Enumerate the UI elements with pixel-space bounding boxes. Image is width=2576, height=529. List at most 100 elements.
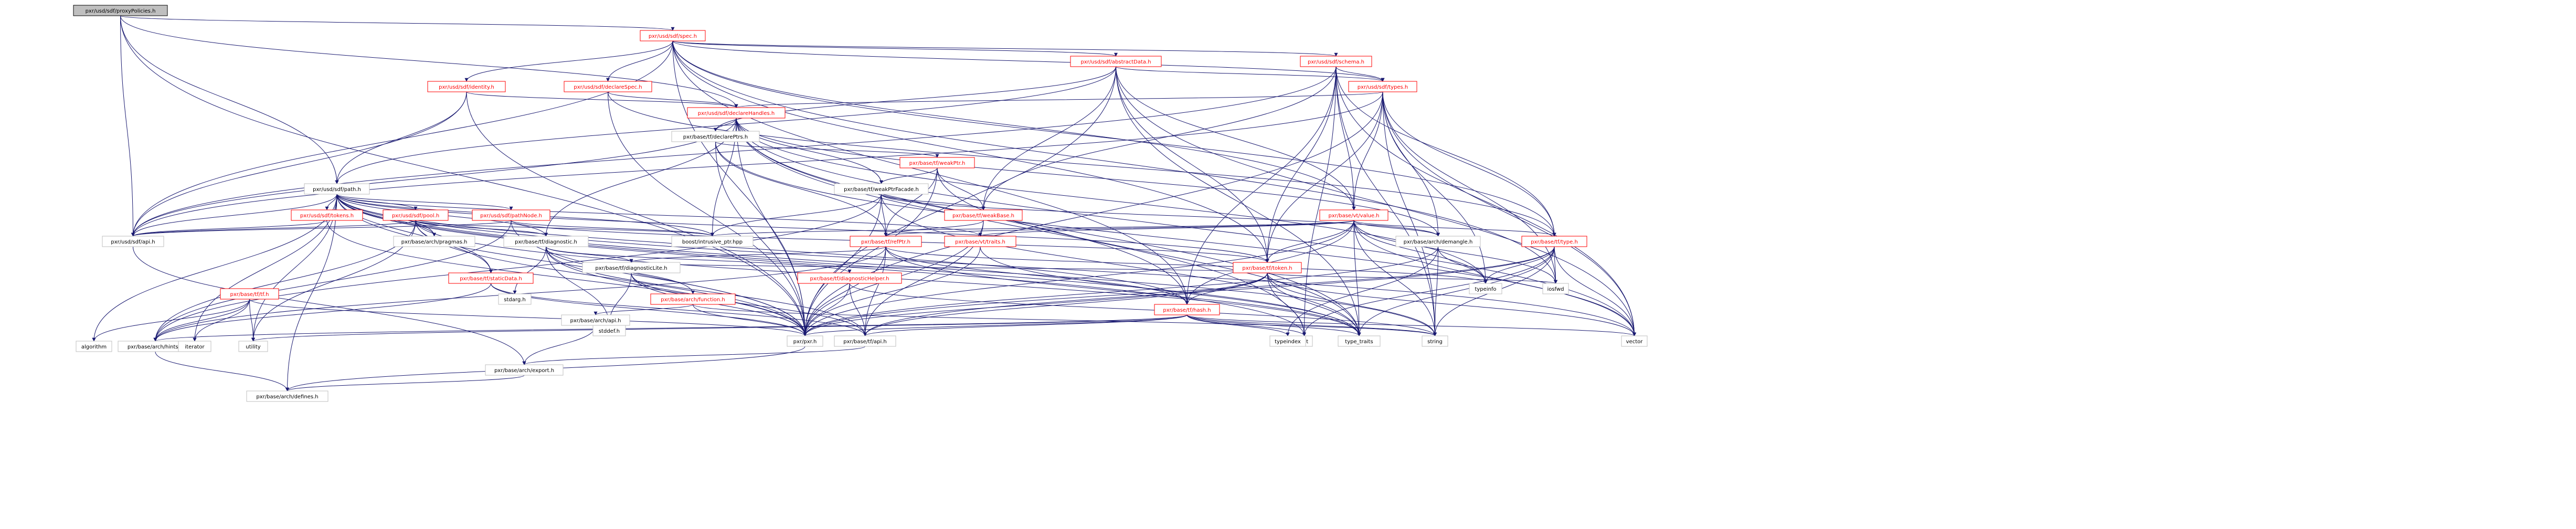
edge-path-to-staticData [336, 194, 493, 273]
node-declareHandles[interactable]: pxr/usd/sdf/declareHandles.h [687, 107, 786, 119]
node-weakBase[interactable]: pxr/base/tf/weakBase.h [944, 209, 1023, 221]
node-label-diagnostic: pxr/base/tf/diagnostic.h [515, 239, 577, 245]
edge-tfTf-to-hints [153, 299, 250, 342]
edge-diagnostic-to-diagnosticHelper [546, 246, 852, 273]
edge-diagnosticHelper-to-pxrH [803, 283, 850, 336]
edge-declareSpec-to-pxrH [608, 91, 807, 336]
edge-vtValue-to-intrusive [711, 220, 1354, 237]
edge-tfType-to-vector [1554, 246, 1636, 336]
edge-tfType-to-tfApi [863, 246, 1555, 336]
edge-weakPtrFacade-to-hints [153, 194, 882, 342]
edge-abstractData-to-weakBase [981, 66, 1116, 210]
node-label-weakPtrFacade: pxr/base/tf/weakPtrFacade.h [844, 187, 919, 193]
edge-vtValue-to-tfToken [1265, 220, 1354, 263]
node-tfHash[interactable]: pxr/base/tf/hash.h [1154, 304, 1220, 315]
node-schema[interactable]: pxr/usd/sdf/schema.h [1300, 56, 1372, 67]
edge-spec-to-abstractData [672, 40, 1118, 57]
edge-types-to-tfType [1382, 91, 1556, 237]
node-defines: pxr/base/arch/defines.h [246, 390, 328, 402]
edge-identity-to-path [335, 91, 467, 184]
edge-pool-to-intrusive [415, 220, 714, 237]
node-tfToken[interactable]: pxr/base/tf/token.h [1233, 262, 1302, 273]
edge-tfToken-to-string [1267, 272, 1437, 336]
edge-vtTraits-to-pxrH [803, 246, 981, 336]
edge-tfToken-to-tfApi [863, 272, 1268, 336]
edge-tfToken-to-typeTraits [1267, 272, 1361, 336]
edge-tokens-to-sdfApi [131, 220, 327, 237]
node-label-declareHandles: pxr/usd/sdf/declareHandles.h [698, 111, 775, 117]
edge-weakPtrFacade-to-intrusive [711, 194, 882, 237]
node-diagnostic: pxr/base/tf/diagnostic.h [503, 236, 589, 247]
edge-declarePtrs-to-weakPtr [715, 141, 939, 158]
node-diagnosticHelper[interactable]: pxr/base/tf/diagnosticHelper.h [797, 272, 902, 284]
edge-schema-to-types [1335, 66, 1385, 82]
node-tfType[interactable]: pxr/base/tf/type.h [1521, 236, 1587, 247]
node-label-tfApi: pxr/base/tf/api.h [843, 339, 887, 345]
edge-weakPtr-to-typeTraits [937, 167, 1361, 336]
node-label-algorithm: algorithm [81, 344, 107, 350]
node-refPtr[interactable]: pxr/base/tf/refPtr.h [850, 236, 922, 247]
edges-layer [92, 15, 1636, 392]
node-spec[interactable]: pxr/usd/sdf/spec.h [640, 30, 706, 41]
edge-tfHash-to-set [1186, 314, 1306, 336]
edge-demangle-to-pxrH [803, 246, 1438, 336]
node-label-hints: pxr/base/arch/hints.h [128, 344, 183, 350]
node-types[interactable]: pxr/usd/sdf/types.h [1348, 81, 1417, 92]
edge-path-to-string [336, 194, 1437, 336]
node-iosfwd: iosfwd [1542, 283, 1569, 294]
edge-abstractData-to-typeTraits [1116, 66, 1361, 336]
node-tfTf[interactable]: pxr/base/tf/tf.h [220, 288, 279, 300]
node-weakPtr[interactable]: pxr/base/tf/weakPtr.h [899, 157, 975, 168]
node-label-types: pxr/usd/sdf/types.h [1358, 84, 1408, 90]
edge-tfApi-to-archExport [522, 346, 865, 365]
node-utility: utility [238, 341, 268, 352]
node-weakPtrFacade: pxr/base/tf/weakPtrFacade.h [834, 183, 929, 195]
node-pathNode[interactable]: pxr/usd/sdf/pathNode.h [472, 209, 550, 221]
edge-path-to-algorithm [92, 194, 337, 342]
node-label-staticData: pxr/base/tf/staticData.h [460, 276, 522, 282]
node-label-declareSpec: pxr/usd/sdf/declareSpec.h [574, 84, 642, 90]
edge-schema-to-set [1302, 66, 1337, 336]
node-archExport: pxr/base/arch/export.h [485, 364, 564, 376]
edge-path-to-defines [285, 194, 337, 392]
edge-tfType-to-set [1302, 246, 1555, 336]
node-label-diagnosticHelper: pxr/base/tf/diagnosticHelper.h [810, 276, 889, 282]
node-label-iterator: iterator [185, 344, 205, 350]
node-declareSpec[interactable]: pxr/usd/sdf/declareSpec.h [564, 81, 652, 92]
node-pool[interactable]: pxr/usd/sdf/pool.h [383, 209, 449, 221]
edge-declarePtrs-to-refPtr [715, 141, 888, 237]
node-identity[interactable]: pxr/usd/sdf/identity.h [427, 81, 506, 92]
node-vtTraits[interactable]: pxr/base/vt/traits.h [944, 236, 1016, 247]
edge-vtValue-to-pxrH [803, 220, 1354, 336]
node-tfApi: pxr/base/tf/api.h [834, 335, 896, 347]
edge-diagnostic-to-pxrH [546, 246, 807, 336]
node-staticData[interactable]: pxr/base/tf/staticData.h [448, 272, 534, 284]
node-archFunction[interactable]: pxr/base/arch/function.h [650, 293, 736, 305]
edge-refPtr-to-diagnosticLite [629, 246, 886, 263]
edge-tfType-to-typeTraits [1357, 246, 1555, 336]
edge-path-to-vtTraits [336, 194, 982, 237]
node-vtValue[interactable]: pxr/base/vt/value.h [1319, 209, 1388, 221]
node-label-archExport: pxr/base/arch/export.h [494, 368, 554, 374]
node-label-typeindex: typeindex [1275, 339, 1301, 345]
node-label-tokens: pxr/usd/sdf/tokens.h [300, 213, 354, 219]
edge-types-to-pxrH [803, 91, 1383, 336]
edge-declareSpec-to-declareHandles [608, 91, 738, 108]
node-label-vtValue: pxr/base/vt/value.h [1329, 213, 1380, 219]
node-pragmas: pxr/base/arch/pragmas.h [393, 236, 475, 247]
edge-tfHash-to-typeTraits [1186, 314, 1361, 336]
edge-schema-to-tfHash [1185, 66, 1337, 305]
edge-tfTf-to-utility [249, 299, 255, 342]
node-demangle: pxr/base/arch/demangle.h [1395, 236, 1481, 247]
edge-tfHash-to-utility [251, 314, 1188, 342]
node-label-typeTraits: type_traits [1345, 339, 1373, 345]
edge-declareHandles-to-weakPtrFacade [736, 118, 883, 184]
node-abstractData[interactable]: pxr/usd/sdf/abstractData.h [1070, 56, 1162, 67]
node-tokens[interactable]: pxr/usd/sdf/tokens.h [291, 209, 363, 221]
edge-types-to-sdfApi [131, 91, 1383, 237]
edge-refPtr-to-typeinfo [885, 246, 1488, 284]
edge-declareHandles-to-demangle [736, 118, 1440, 237]
node-label-pragmas: pxr/base/arch/pragmas.h [401, 239, 468, 245]
edge-tfHash-to-vector [1186, 314, 1636, 336]
node-label-utility: utility [246, 344, 261, 350]
